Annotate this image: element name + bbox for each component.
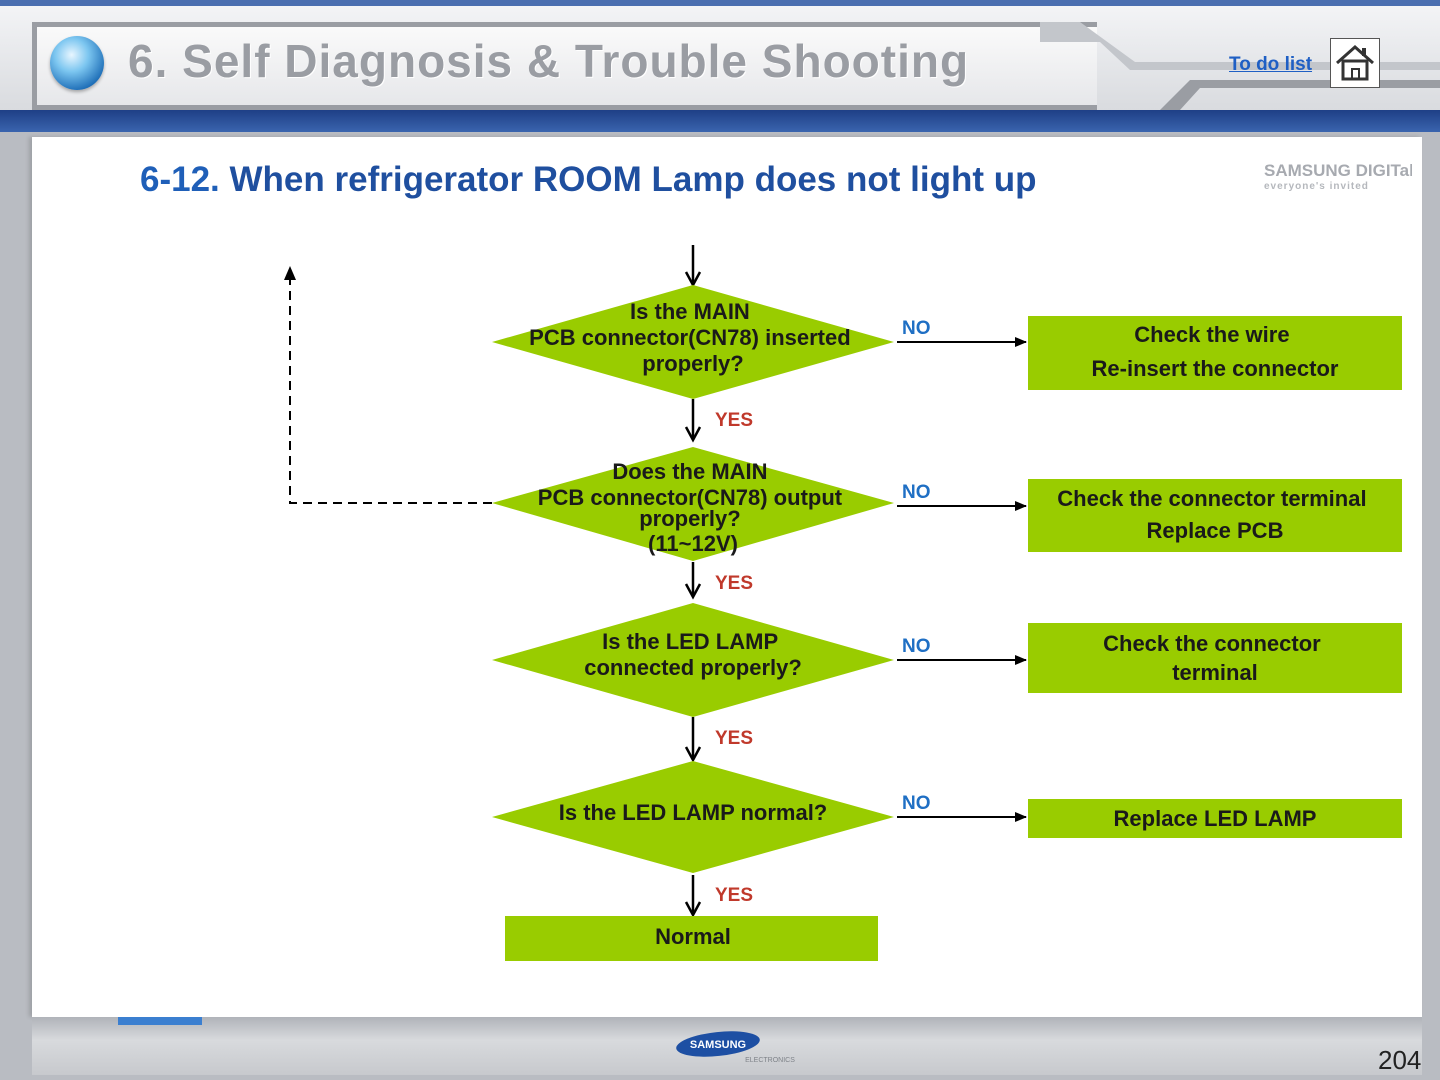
action-2-text: Check the connector terminal Replace PCB: [1057, 486, 1372, 543]
heading-number: 6-12.: [140, 160, 220, 199]
action-4-text: Replace LED LAMP: [1114, 806, 1317, 831]
decision-1-text: Is the MAIN PCB connector(CN78) inserted…: [529, 299, 857, 376]
no-1-label: NO: [902, 318, 931, 339]
no-4-label: NO: [902, 793, 931, 814]
action-2-box: [1028, 479, 1402, 552]
yes-3-label: YES: [715, 728, 753, 749]
yes-1-label: YES: [715, 410, 753, 431]
page-number: 204: [1378, 1045, 1422, 1075]
action-4-box: [1028, 799, 1402, 838]
action-1-text: Check the wire Re-insert the connector: [1092, 322, 1339, 381]
svg-text:everyone's invited: everyone's invited: [1264, 181, 1369, 192]
no-2-label: NO: [902, 482, 931, 503]
content-panel: [32, 137, 1422, 1017]
yes-2-label: YES: [715, 573, 753, 594]
feedback-arrowhead: [284, 266, 296, 280]
yes-4-arrowhead: [684, 901, 702, 918]
decision-2-text: Does the MAIN PCB connector(CN78) output…: [538, 459, 848, 556]
todo-list-link[interactable]: To do list: [1229, 54, 1313, 75]
samsung-digital-logo: SAMSUNG DIGITall everyone's invited: [1264, 161, 1412, 192]
yes-3-arrowhead: [684, 746, 702, 763]
yes-1-arrowhead: [684, 426, 702, 443]
header-frame: [32, 22, 1097, 110]
decision-4-diamond: [492, 761, 894, 873]
action-3-text: Check the connector terminal: [1103, 631, 1327, 685]
globe-icon: [50, 36, 104, 90]
heading-text: When refrigerator ROOM Lamp does not lig…: [229, 160, 1037, 199]
action-3-box: [1028, 623, 1402, 693]
svg-text:SAMSUNG DIGITall: SAMSUNG DIGITall: [1264, 161, 1412, 180]
footer-accent-bar: [118, 1017, 202, 1025]
top-stripe: [0, 0, 1440, 6]
header-underline-band: [0, 110, 1440, 132]
feedback-dashed-line: [289, 280, 492, 504]
svg-text:SAMSUNG: SAMSUNG: [690, 1039, 746, 1051]
end-normal-text: Normal: [655, 924, 731, 949]
yes-2-arrowhead: [684, 583, 702, 600]
samsung-logo: SAMSUNG ELECTRONICS: [676, 1031, 795, 1064]
house-icon: [1336, 44, 1374, 81]
no-3-label: NO: [902, 636, 931, 657]
action-1-box: [1028, 316, 1402, 390]
yes-4-label: YES: [715, 885, 753, 906]
decision-3-text: Is the LED LAMP connected properly?: [584, 629, 802, 680]
svg-text:ELECTRONICS: ELECTRONICS: [745, 1057, 795, 1064]
page-heading: 6-12. When refrigerator ROOM Lamp does n…: [140, 160, 1036, 200]
home-button[interactable]: [1330, 38, 1380, 88]
decision-3-diamond: [492, 603, 894, 717]
section-title: 6. Self Diagnosis & Trouble Shooting: [128, 35, 970, 87]
decision-2-diamond: [492, 447, 894, 561]
end-normal-box: [505, 916, 878, 961]
decision-1-diamond: [492, 285, 894, 399]
decision-4-text: Is the LED LAMP normal?: [559, 800, 828, 825]
